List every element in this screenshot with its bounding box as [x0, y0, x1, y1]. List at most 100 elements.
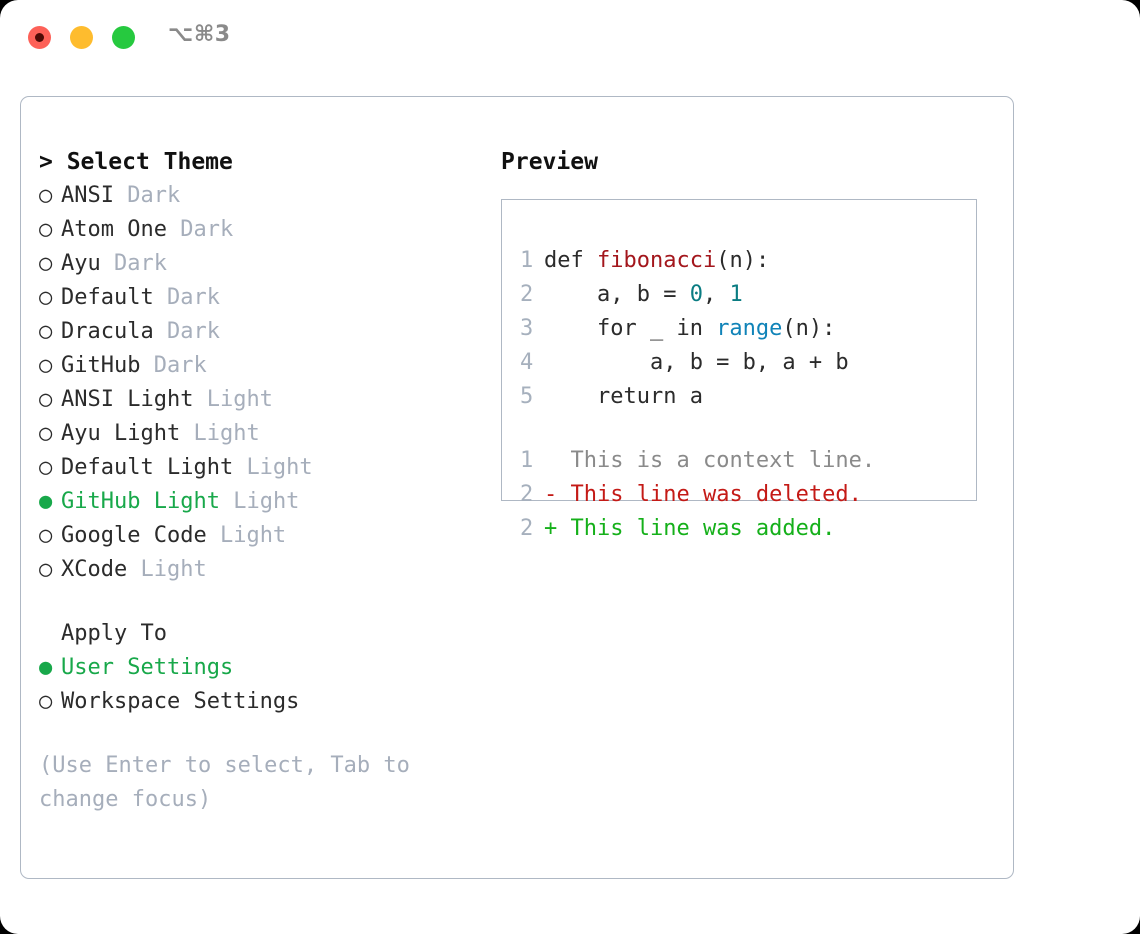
line-number: 4 [520, 350, 534, 375]
code-diff-spacer [520, 414, 976, 444]
theme-option-label: Default [61, 285, 154, 310]
radio-unselected-icon[interactable]: ○ [39, 319, 53, 344]
preview-heading: Preview [501, 149, 598, 175]
theme-option-atom-one[interactable]: ○ Atom One Dark [39, 213, 479, 247]
theme-option-github-light[interactable]: ●GitHub Light Light [39, 485, 479, 519]
radio-unselected-icon[interactable]: ○ [39, 523, 53, 548]
close-button-icon[interactable] [28, 26, 51, 49]
theme-option-label: Google Code [61, 523, 207, 548]
apply-to-option-label: Workspace Settings [61, 689, 300, 714]
diff-text: This is a context line. [570, 448, 876, 473]
radio-unselected-icon[interactable]: ○ [39, 689, 53, 714]
radio-selected-icon[interactable]: ● [39, 655, 53, 680]
theme-option-label: ANSI Light [61, 387, 194, 412]
diff-marker [544, 448, 571, 473]
diff-marker: + [544, 516, 571, 541]
spacer [154, 319, 167, 344]
section-spacer [39, 587, 479, 617]
theme-option-ayu[interactable]: ○ Ayu Dark [39, 247, 479, 281]
code-token-plain: , [702, 282, 730, 307]
radio-unselected-icon[interactable]: ○ [39, 387, 53, 412]
code-token-num: 1 [729, 282, 743, 307]
radio-unselected-icon[interactable]: ○ [39, 217, 53, 242]
window-controls [28, 26, 135, 49]
apply-to-heading: Apply To [61, 621, 167, 646]
theme-option-label: ANSI [61, 183, 114, 208]
apply-to-option-label: User Settings [61, 655, 234, 680]
theme-variant-badge: Dark [114, 251, 167, 276]
code-token-plain: a, b = b, a + b [544, 350, 849, 375]
spacer [114, 183, 127, 208]
diff-sample: 1 This is a context line. 2- This line wa… [520, 444, 976, 546]
prompt-caret-icon: > [39, 149, 67, 175]
theme-option-ayu-light[interactable]: ○ Ayu Light Light [39, 417, 479, 451]
diff-line-ctx: 1 This is a context line. [520, 444, 976, 478]
spacer [207, 523, 220, 548]
spacer [180, 421, 193, 446]
theme-option-label: XCode [61, 557, 128, 582]
theme-option-github[interactable]: ○GitHub Dark [39, 349, 479, 383]
spacer [220, 489, 233, 514]
theme-option-label: Ayu [61, 251, 101, 276]
diff-marker: - [544, 482, 571, 507]
theme-variant-badge: Dark [166, 319, 220, 344]
theme-option-default-light[interactable]: ○Default Light Light [39, 451, 479, 485]
code-token-plain: a, b = [544, 282, 690, 307]
radio-selected-icon[interactable]: ● [39, 489, 53, 514]
radio-unselected-icon[interactable]: ○ [39, 353, 53, 378]
theme-variant-badge: Dark [180, 217, 234, 242]
theme-list[interactable]: ○ ANSI Dark ○ Atom One Dark ○ Ayu Dark ○ Defaul… [39, 179, 479, 587]
code-token-plain: return a [544, 384, 703, 409]
theme-variant-badge: Light [140, 557, 207, 582]
diff-text: This line was added. [570, 516, 836, 541]
theme-option-google-code[interactable]: ○ Google Code Light [39, 519, 479, 553]
title-bar: ⌥⌘3 [0, 0, 1140, 78]
code-line: 5 return a [520, 380, 976, 414]
code-line: 3 for _ in range(n): [520, 312, 976, 346]
maximize-button-icon[interactable] [112, 26, 135, 49]
keyboard-hint-text: (Use Enter to select, Tab to change focu… [39, 753, 410, 812]
radio-unselected-icon[interactable]: ○ [39, 557, 53, 582]
theme-variant-badge: Light [193, 421, 260, 446]
theme-option-label: Atom One [61, 217, 167, 242]
code-token-plain: def [544, 248, 597, 273]
theme-option-xcode[interactable]: ○ XCode Light [39, 553, 479, 587]
line-number: 2 [520, 516, 534, 541]
theme-option-label: Ayu Light [61, 421, 181, 446]
minimize-button-icon[interactable] [70, 26, 93, 49]
spacer [193, 387, 206, 412]
radio-unselected-icon[interactable]: ○ [39, 285, 53, 310]
line-number: 3 [520, 316, 534, 341]
spacer [140, 353, 153, 378]
theme-option-ansi-light[interactable]: ○ANSI Light Light [39, 383, 479, 417]
radio-unselected-icon[interactable]: ○ [39, 251, 53, 276]
code-token-fn: fibonacci [596, 248, 717, 273]
theme-option-label: Default Light [61, 455, 234, 480]
spacer [101, 251, 114, 276]
apply-to-option-workspace-settings[interactable]: ○ Workspace Settings [39, 685, 479, 719]
radio-unselected-icon[interactable]: ○ [39, 455, 53, 480]
theme-option-label: Dracula [61, 319, 154, 344]
spacer [233, 455, 246, 480]
apply-to-list[interactable]: ● User Settings ○ Workspace Settings [39, 651, 479, 719]
theme-variant-badge: Light [219, 523, 287, 548]
code-line: 2 a, b = 0, 1 [520, 278, 976, 312]
theme-option-default[interactable]: ○Default Dark [39, 281, 479, 315]
theme-option-ansi[interactable]: ○ANSI Dark [39, 179, 479, 213]
spacer [127, 557, 140, 582]
apply-to-option-user-settings[interactable]: ● User Settings [39, 651, 479, 685]
select-theme-heading: > Select Theme [39, 145, 479, 179]
line-number: 5 [520, 384, 534, 409]
theme-option-label: GitHub [61, 353, 141, 378]
radio-unselected-icon[interactable]: ○ [39, 183, 53, 208]
theme-variant-badge: Light [233, 489, 300, 514]
code-token-kw: range [716, 316, 783, 341]
spacer [154, 285, 167, 310]
radio-unselected-icon[interactable]: ○ [39, 421, 53, 446]
theme-option-dracula[interactable]: ○ Dracula Dark [39, 315, 479, 349]
